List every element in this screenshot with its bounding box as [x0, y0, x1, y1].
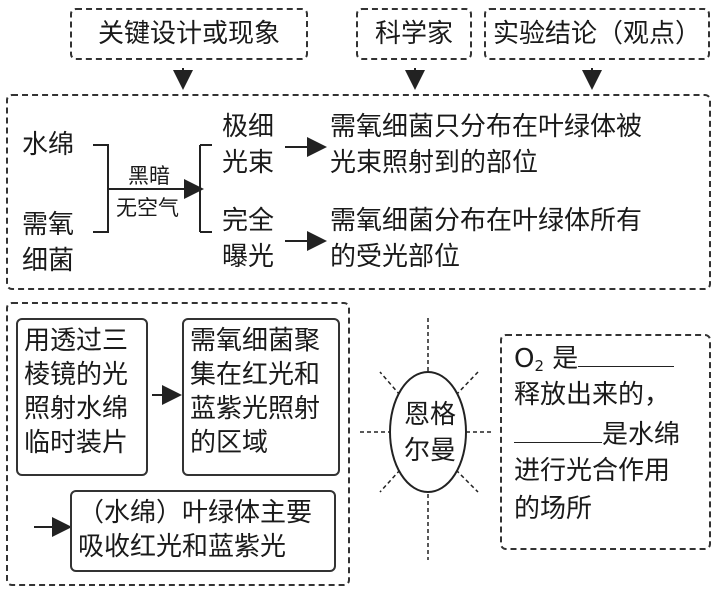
observation-box: 需氧细菌聚 集在红光和 蓝紫光照射 的区域	[182, 318, 340, 476]
material-2b: 细菌	[22, 246, 75, 276]
conclusion-line-3: 是水绵	[514, 416, 680, 452]
method-line-4: 临时装片	[24, 428, 129, 458]
inference-box: （水绵）叶绿体主要 吸收红光和蓝紫光	[70, 490, 336, 572]
method-line-2: 棱镜的光	[24, 360, 129, 390]
conclusion-line-3-tail: 是水绵	[602, 420, 681, 450]
conclusion-line-4: 进行光合作用	[514, 456, 671, 486]
spoke-lr	[455, 469, 479, 493]
inference-line-2: 吸收红光和蓝紫光	[78, 532, 287, 562]
header-design: 关键设计或现象	[70, 8, 308, 60]
spoke-ur	[455, 371, 479, 396]
observation-line-4: 的区域	[190, 428, 269, 458]
branch-2a: 完全	[222, 206, 275, 236]
result-2b: 的受光部位	[330, 242, 461, 272]
material-2a: 需氧	[22, 210, 75, 240]
result-2a: 需氧细菌分布在叶绿体所有	[330, 206, 643, 236]
method-line-3: 照射水绵	[24, 394, 129, 424]
material-1: 水绵	[22, 130, 75, 160]
branch-2b: 曝光	[222, 242, 275, 272]
result-1a: 需氧细菌只分布在叶绿体被	[330, 112, 643, 142]
method-line-1: 用透过三	[24, 326, 129, 356]
scientist-ellipse	[389, 371, 467, 493]
header-scientist: 科学家	[356, 8, 472, 60]
observation-line-3: 蓝紫光照射	[190, 394, 321, 424]
method-box: 用透过三 棱镜的光 照射水绵 临时装片	[16, 318, 148, 476]
observation-line-2: 集在红光和	[190, 360, 321, 390]
bottom-experiment-frame	[6, 302, 350, 586]
spoke-ul	[379, 371, 401, 396]
branch-1b: 光束	[222, 148, 275, 178]
scientist-name-2: 尔曼	[403, 436, 456, 466]
answer-blank-2[interactable]	[514, 416, 602, 443]
top-experiment-frame	[6, 94, 711, 290]
condition-no-air: 无空气	[116, 196, 179, 220]
answer-blank-1[interactable]	[578, 340, 675, 367]
conclusion-line-1: O2 是	[514, 340, 675, 383]
conclusion-frame	[500, 334, 711, 550]
oxygen-subscript: 2	[534, 357, 545, 375]
conclusion-line-5: 的场所	[514, 494, 593, 524]
oxygen-symbol: O	[514, 344, 535, 374]
header-conclusion: 实验结论（观点）	[484, 8, 710, 60]
inference-line-1: （水绵）叶绿体主要	[78, 498, 313, 528]
observation-line-1: 需氧细菌聚	[190, 326, 321, 356]
spoke-ll	[379, 469, 401, 493]
scientist-name-1: 恩格	[403, 400, 456, 430]
result-1b: 光束照射到的部位	[330, 148, 539, 178]
conclusion-line-2: 释放出来的，	[514, 380, 671, 410]
condition-dark: 黑暗	[128, 164, 170, 188]
branch-1a: 极细	[222, 112, 275, 142]
conclusion-is: 是	[552, 344, 579, 374]
